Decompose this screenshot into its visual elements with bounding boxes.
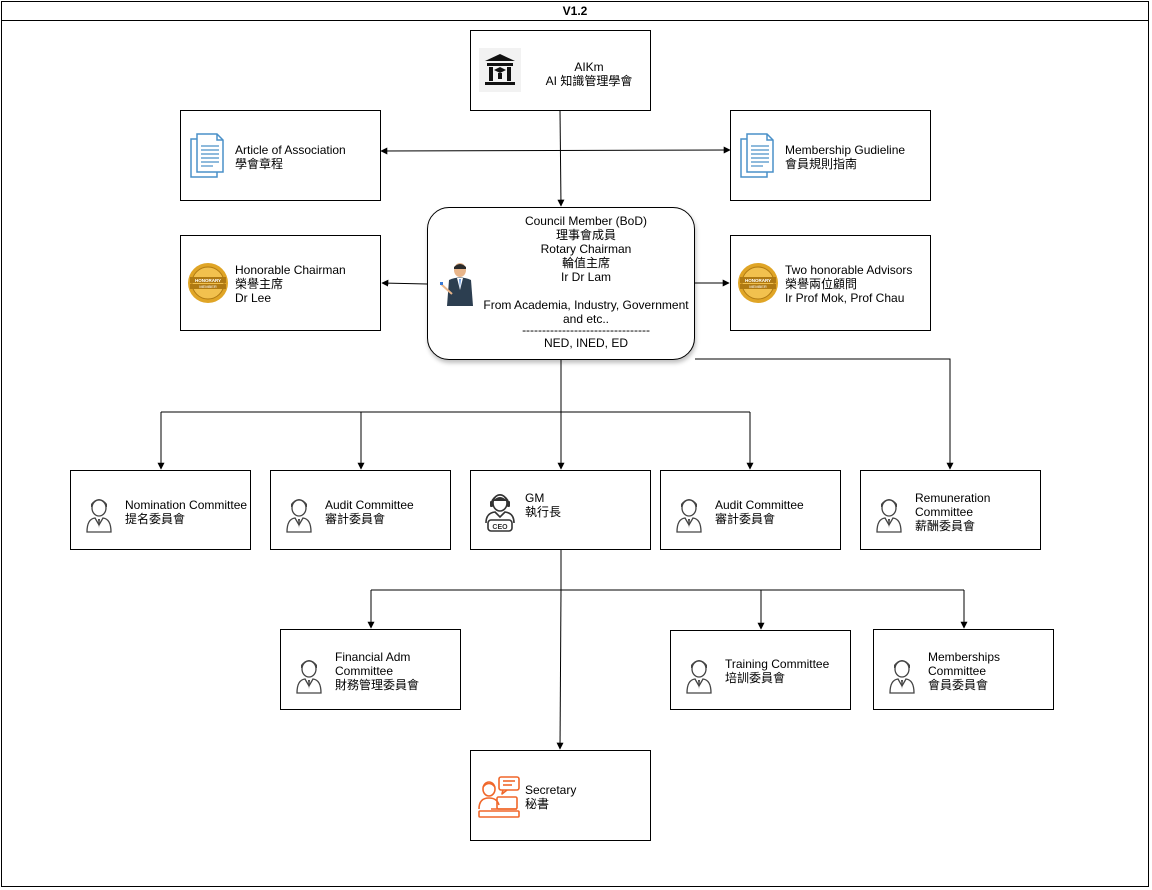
person-icon [676,499,702,533]
council-line-8: and etc.. [562,312,610,326]
node-guideline-subtitle: 會員規則指南 [785,157,858,171]
node-honchair-person: Dr Lee [235,291,272,305]
node-financial-title-2: Committee [335,664,394,678]
person-icon [686,660,712,694]
honorary-badge-icon: HONORARY MEMBER [738,263,778,303]
edge-council-honchair [381,279,428,287]
council-line-9: -------------------------------- [522,323,650,337]
edge-root-council [557,109,565,207]
academy-building-icon [479,48,521,92]
node-audit-committee-2[interactable]: Audit Committee 審計委員會 [660,470,841,550]
node-gm[interactable]: CEO GM 執行長 [470,470,651,550]
person-icon [86,499,112,533]
edge-article-guideline [380,146,731,155]
node-remuneration-committee[interactable]: Remuneration Committee 薪酬委員會 [860,470,1041,550]
council-line-7: From Academia, Industry, Government [483,298,689,312]
node-honchair-subtitle: 榮譽主席 [235,277,284,291]
node-remuneration-subtitle: 薪酬委員會 [915,519,976,533]
node-gm-subtitle: 執行長 [525,505,562,519]
council-line-5: Ir Dr Lam [560,270,611,284]
node-advisors-subtitle: 榮譽兩位顧問 [785,277,858,291]
node-honchair-title: Honorable Chairman [235,263,346,277]
council-line-1: Council Member (BoD) [524,214,648,228]
node-aikm-subtitle: AI 知識管理學會 [545,74,633,88]
node-article-title: Article of Association [235,143,346,157]
node-remuneration-title-2: Committee [915,505,974,519]
node-advisors-title: Two honorable Advisors [785,263,913,277]
node-audit1-title: Audit Committee [325,498,414,512]
council-line-10: NED, INED, ED [543,336,628,350]
node-financial-title-1: Financial Adm [335,650,411,664]
node-remuneration-title-1: Remuneration [915,491,991,505]
node-honorable-advisors[interactable]: HONORARY MEMBER Two honorable Advisors 榮… [730,235,931,331]
node-financial-adm-committee[interactable]: Financial Adm Committee 財務管理委員會 [280,629,461,710]
ceo-tag: CEO [492,524,508,531]
council-line-4: 輪值主席 [561,256,610,270]
node-advisors-people: Ir Prof Mok, Prof Chau [785,291,905,305]
secretary-icon [478,776,520,818]
person-icon [286,499,312,533]
person-icon [296,660,322,694]
node-aikm[interactable]: AIKm AI 知識管理學會 [470,30,651,111]
node-nomination-subtitle: 提名委員會 [125,512,186,526]
node-secretary-title: Secretary [525,783,577,797]
svg-text:HONORARY: HONORARY [745,278,771,283]
node-aikm-name: AIKm [574,60,604,74]
node-nomination-title: Nomination Committee [125,498,248,512]
node-training-subtitle: 培訓委員會 [725,671,786,685]
node-honorable-chairman[interactable]: HONORARY MEMBER Honorable Chairman 榮譽主席 … [180,235,381,331]
node-council-member[interactable]: Council Member (BoD) 理事會成員 Rotary Chairm… [427,207,695,360]
node-training-committee[interactable]: Training Committee 培訓委員會 [670,630,851,710]
document-icon [740,133,774,178]
edge-secretary [556,589,564,750]
node-article-subtitle: 學會章程 [235,157,284,171]
node-nomination-committee[interactable]: Nomination Committee 提名委員會 [70,470,251,550]
node-audit2-subtitle: 審計委員會 [715,512,776,526]
node-secretary-subtitle: 秘書 [525,797,550,811]
node-secretary[interactable]: Secretary 秘書 [470,750,651,841]
svg-text:HONORARY: HONORARY [195,278,221,283]
ceo-icon: CEO [485,494,515,532]
node-audit2-title: Audit Committee [715,498,804,512]
svg-text:MEMBER: MEMBER [199,284,217,289]
node-gm-title: GM [525,491,545,505]
node-training-title: Training Committee [725,657,830,671]
node-financial-subtitle: 財務管理委員會 [335,678,420,692]
honorary-badge-icon: HONORARY MEMBER [188,263,228,303]
svg-text:MEMBER: MEMBER [749,284,767,289]
person-icon [876,499,902,533]
node-membership-guideline[interactable]: Membership Gudieline 會員規則指南 [730,110,931,201]
node-memberships-title-1: Memberships [928,650,1001,664]
node-memberships-title-2: Committee [928,664,987,678]
presenter-icon [440,263,473,306]
council-line-6 [480,284,692,298]
council-line-2: 理事會成員 [555,228,616,242]
council-line-3: Rotary Chairman [540,242,632,256]
node-guideline-title: Membership Gudieline [785,143,906,157]
node-audit-committee-1[interactable]: Audit Committee 審計委員會 [270,470,451,550]
node-audit1-subtitle: 審計委員會 [325,512,386,526]
document-icon [190,133,224,178]
diagram-title: V1.2 [1,1,1149,21]
person-icon [889,660,915,694]
node-memberships-subtitle: 會員委員會 [928,678,989,692]
edge-council-remuneration [695,358,954,470]
node-memberships-committee[interactable]: Memberships Committee 會員委員會 [873,629,1054,710]
node-article-of-association[interactable]: Article of Association 學會章程 [180,110,381,201]
